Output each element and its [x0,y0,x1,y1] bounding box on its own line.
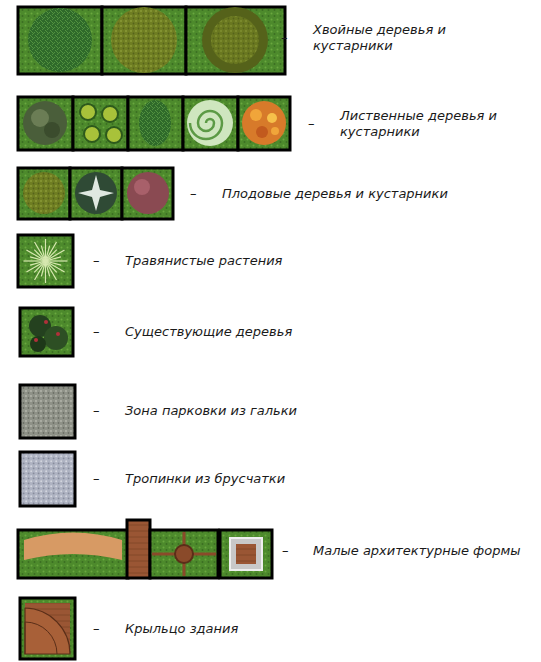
berry [44,320,48,324]
grass-blade [46,250,65,261]
berry [56,332,60,336]
tree-crown [31,109,49,127]
shrub [106,127,122,143]
swatch [220,530,272,578]
gazebo-frame [230,538,262,570]
porch-floor [25,603,70,654]
shrub [84,126,100,142]
porch-step [25,622,57,654]
swatch [183,97,238,150]
tree-crown [127,172,169,214]
fountain [175,545,193,563]
herb-swatch [18,235,73,287]
tree-crown [134,179,150,195]
swatch [150,530,218,578]
bench-arc [24,533,122,561]
legend-label: Существующие деревья [125,324,292,340]
legend-label: Плодовые деревья и кустарники [222,186,448,202]
legend-label: Зона парковки из гальки [125,403,297,419]
grass-blade [30,261,45,265]
blossom [271,127,279,135]
tree-crown [28,8,92,72]
grass-blade [46,257,61,261]
tree-crown [202,7,268,73]
legend-dash: – [282,543,289,559]
swatch [186,7,285,74]
grass-blade [46,261,50,276]
swatch [18,168,70,219]
shrub [139,100,171,146]
grass-blade [35,242,46,261]
blossom [267,113,277,123]
swatch [18,7,102,74]
swatch [102,7,186,74]
swatch [73,97,128,150]
leaf-star [78,175,114,211]
legend-label: Крыльцо здания [125,621,238,637]
paving-swatch [20,452,75,506]
berry [34,338,38,342]
porch-step [25,608,70,654]
blossom [250,109,262,121]
grass-tuft [24,239,68,283]
spiral [190,111,222,139]
tree-crown [187,100,233,146]
swatch [122,168,173,219]
swatch [238,97,290,150]
tree-crown [23,101,67,145]
tree-crown [75,172,117,214]
swatch [18,235,73,287]
gravel-swatch [20,385,75,438]
legend-label: Тропинки из брусчатки [125,471,285,487]
grass-blade [26,261,45,272]
fruit-swatches [18,168,173,219]
deciduous-swatches [18,97,290,150]
tree-crown [44,122,60,138]
porch-swatch [20,598,75,659]
legend-label: Малые архитектурные формы [313,543,520,559]
pergola-bar [127,520,150,578]
blossom [256,126,268,138]
gazebo-floor [236,544,256,564]
grass-blade [46,261,57,280]
existing-tree-swatch [20,308,73,356]
tree-crown [44,326,68,350]
legend-label: Лиственные деревья и кустарники [340,108,520,140]
architecture-swatches [18,520,272,578]
swatch [128,97,183,150]
legend-dash: – [281,30,288,46]
legend-dash: – [93,324,100,340]
legend-dash: – [93,471,100,487]
swatch [18,530,128,578]
shrub [80,104,96,120]
legend-label: Хвойные деревья и кустарники [313,22,483,54]
tree-crown [111,7,177,73]
legend-dash: – [93,403,100,419]
swatch [70,168,122,219]
grass-blade [41,246,45,261]
shrub [102,106,118,122]
swatch [18,97,73,150]
tree-crown [242,101,286,145]
path-cross [152,532,216,576]
swatch [20,598,75,659]
legend-label: Травянистые растения [125,253,282,269]
conifer-swatches [18,7,285,74]
legend-dash: – [308,116,315,132]
tree-crown [211,16,259,64]
tree-crown [23,172,65,214]
legend-dash: – [93,253,100,269]
tree-crown [30,336,46,352]
legend-dash: – [190,186,197,202]
swatch [20,308,73,356]
legend-dash: – [93,621,100,637]
